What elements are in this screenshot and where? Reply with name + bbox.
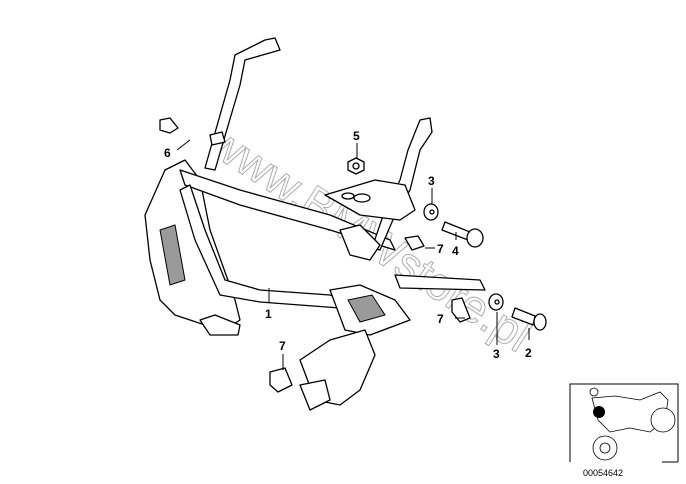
bolt-4 xyxy=(441,221,484,248)
clip-nut-6 xyxy=(159,117,179,134)
washer-3-upper xyxy=(423,203,439,221)
callout-2: 2 xyxy=(525,346,532,360)
callout-4: 4 xyxy=(452,244,459,258)
location-marker-icon xyxy=(593,406,605,418)
callout-7-lower-left: 7 xyxy=(279,339,286,353)
motorcycle-thumbnail xyxy=(569,383,679,463)
clip-nut-7-lower-left xyxy=(269,367,293,393)
leader-lines xyxy=(176,139,530,370)
callout-7-upper: 7 xyxy=(437,242,444,256)
callout-6: 6 xyxy=(164,146,171,160)
callout-3-upper: 3 xyxy=(428,174,435,188)
washer-3-lower xyxy=(488,293,504,311)
callout-1: 1 xyxy=(265,307,272,321)
front-frame-part-1 xyxy=(144,37,486,411)
callout-7-lower-right: 7 xyxy=(437,312,444,326)
image-number: 00054642 xyxy=(583,468,623,478)
clip-nut-7-upper xyxy=(404,235,425,251)
bolt-2 xyxy=(511,307,547,331)
clip-nut-7-lower-right xyxy=(451,297,471,323)
callout-3-lower: 3 xyxy=(493,347,500,361)
hex-nut-5 xyxy=(347,157,365,175)
callout-5: 5 xyxy=(353,129,360,143)
